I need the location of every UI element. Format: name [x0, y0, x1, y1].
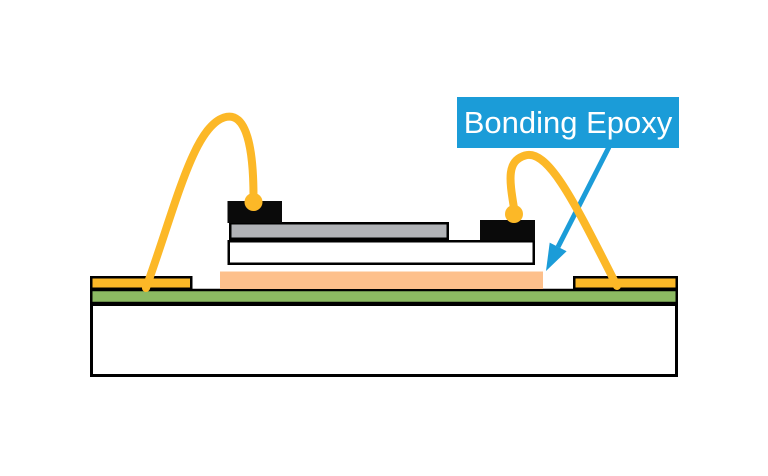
left-contact-pad — [227, 201, 282, 223]
left-bond-wire — [142, 112, 258, 292]
callout-label: Bonding Epoxy — [457, 97, 679, 148]
die-base-layer — [227, 240, 535, 265]
right-wire-ball — [505, 205, 523, 223]
left-wire-ball — [244, 193, 263, 211]
bonding-epoxy-layer — [220, 271, 543, 289]
right-bond-wire — [506, 150, 621, 290]
substrate-body — [90, 303, 678, 377]
right-contact-pad — [480, 220, 535, 241]
substrate-top-layer — [90, 288, 678, 305]
left-bond-pad — [90, 276, 193, 290]
callout-arrow-head-icon — [546, 242, 567, 271]
callout-arrow-line — [555, 145, 612, 249]
right-bond-pad — [573, 276, 678, 290]
callout-label-text: Bonding Epoxy — [463, 105, 673, 140]
die-top-layer — [229, 222, 449, 240]
